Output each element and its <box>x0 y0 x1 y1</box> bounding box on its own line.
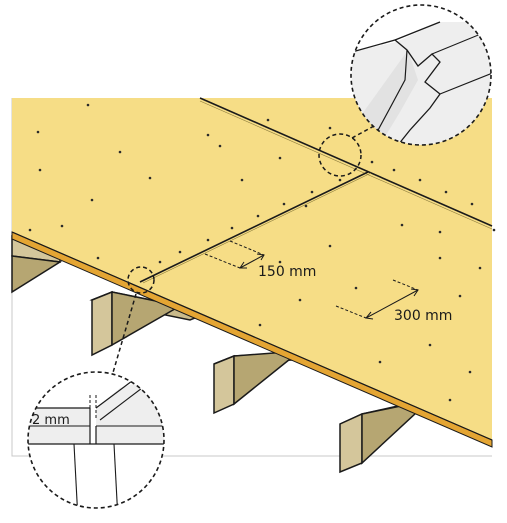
panel-joint-long <box>199 97 493 227</box>
joint-callout-marker <box>318 133 362 177</box>
panel-joint-cross <box>139 171 369 283</box>
panel-joint-cross-shadow <box>142 172 372 284</box>
subfloor-board <box>11 98 493 448</box>
joist-front-3 <box>339 398 433 474</box>
tongue-and-groove-joint-icon <box>350 4 492 146</box>
joist-front-1 <box>89 290 213 357</box>
expansion-gap-detail-icon <box>27 371 165 509</box>
gap-callout-leader <box>111 293 137 377</box>
label-expansion-gap: 2 mm <box>32 413 70 428</box>
label-spacing-short: 150 mm <box>258 264 316 280</box>
dimension-150mm <box>204 240 265 269</box>
gap-callout-marker <box>127 266 155 294</box>
panel-joint-long-shadow <box>199 100 493 230</box>
dimension-300mm <box>335 279 419 320</box>
label-spacing-long: 300 mm <box>394 308 452 324</box>
nail-pattern <box>28 103 496 402</box>
